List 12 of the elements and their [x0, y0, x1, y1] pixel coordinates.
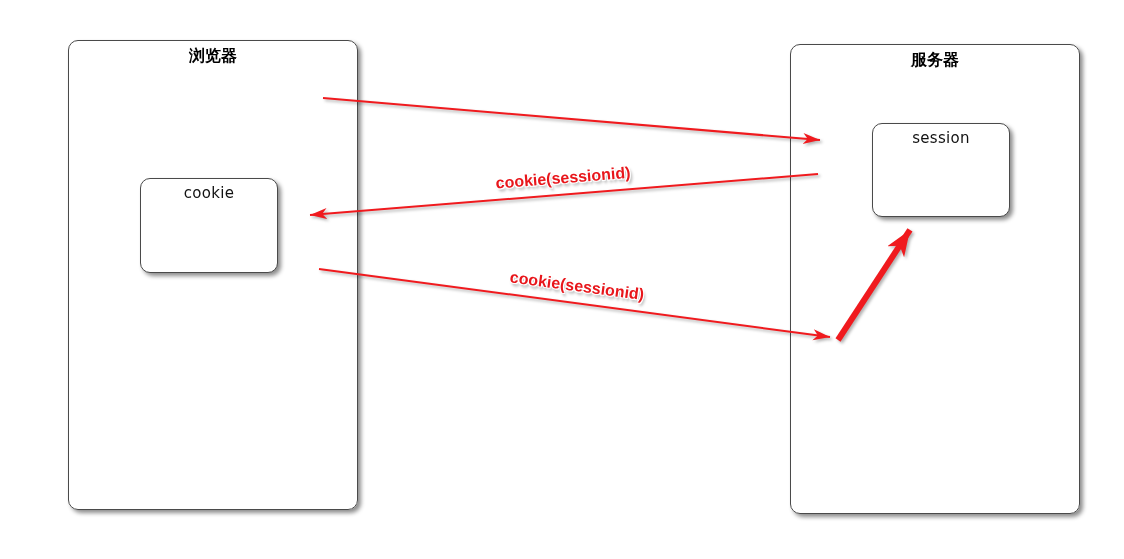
box-label: cookie: [183, 184, 235, 202]
arrow: [309, 173, 819, 220]
container-panel: [68, 40, 358, 510]
arrow: [835, 228, 913, 342]
rounded-box: [872, 123, 1010, 217]
box-label: session: [912, 129, 970, 147]
panel-title: 浏览器: [189, 46, 237, 67]
arrow: [322, 97, 821, 145]
arrow: [318, 268, 831, 341]
panel-title: 服务器: [911, 50, 959, 71]
rounded-box: [140, 178, 278, 273]
container-panel: [790, 44, 1080, 514]
